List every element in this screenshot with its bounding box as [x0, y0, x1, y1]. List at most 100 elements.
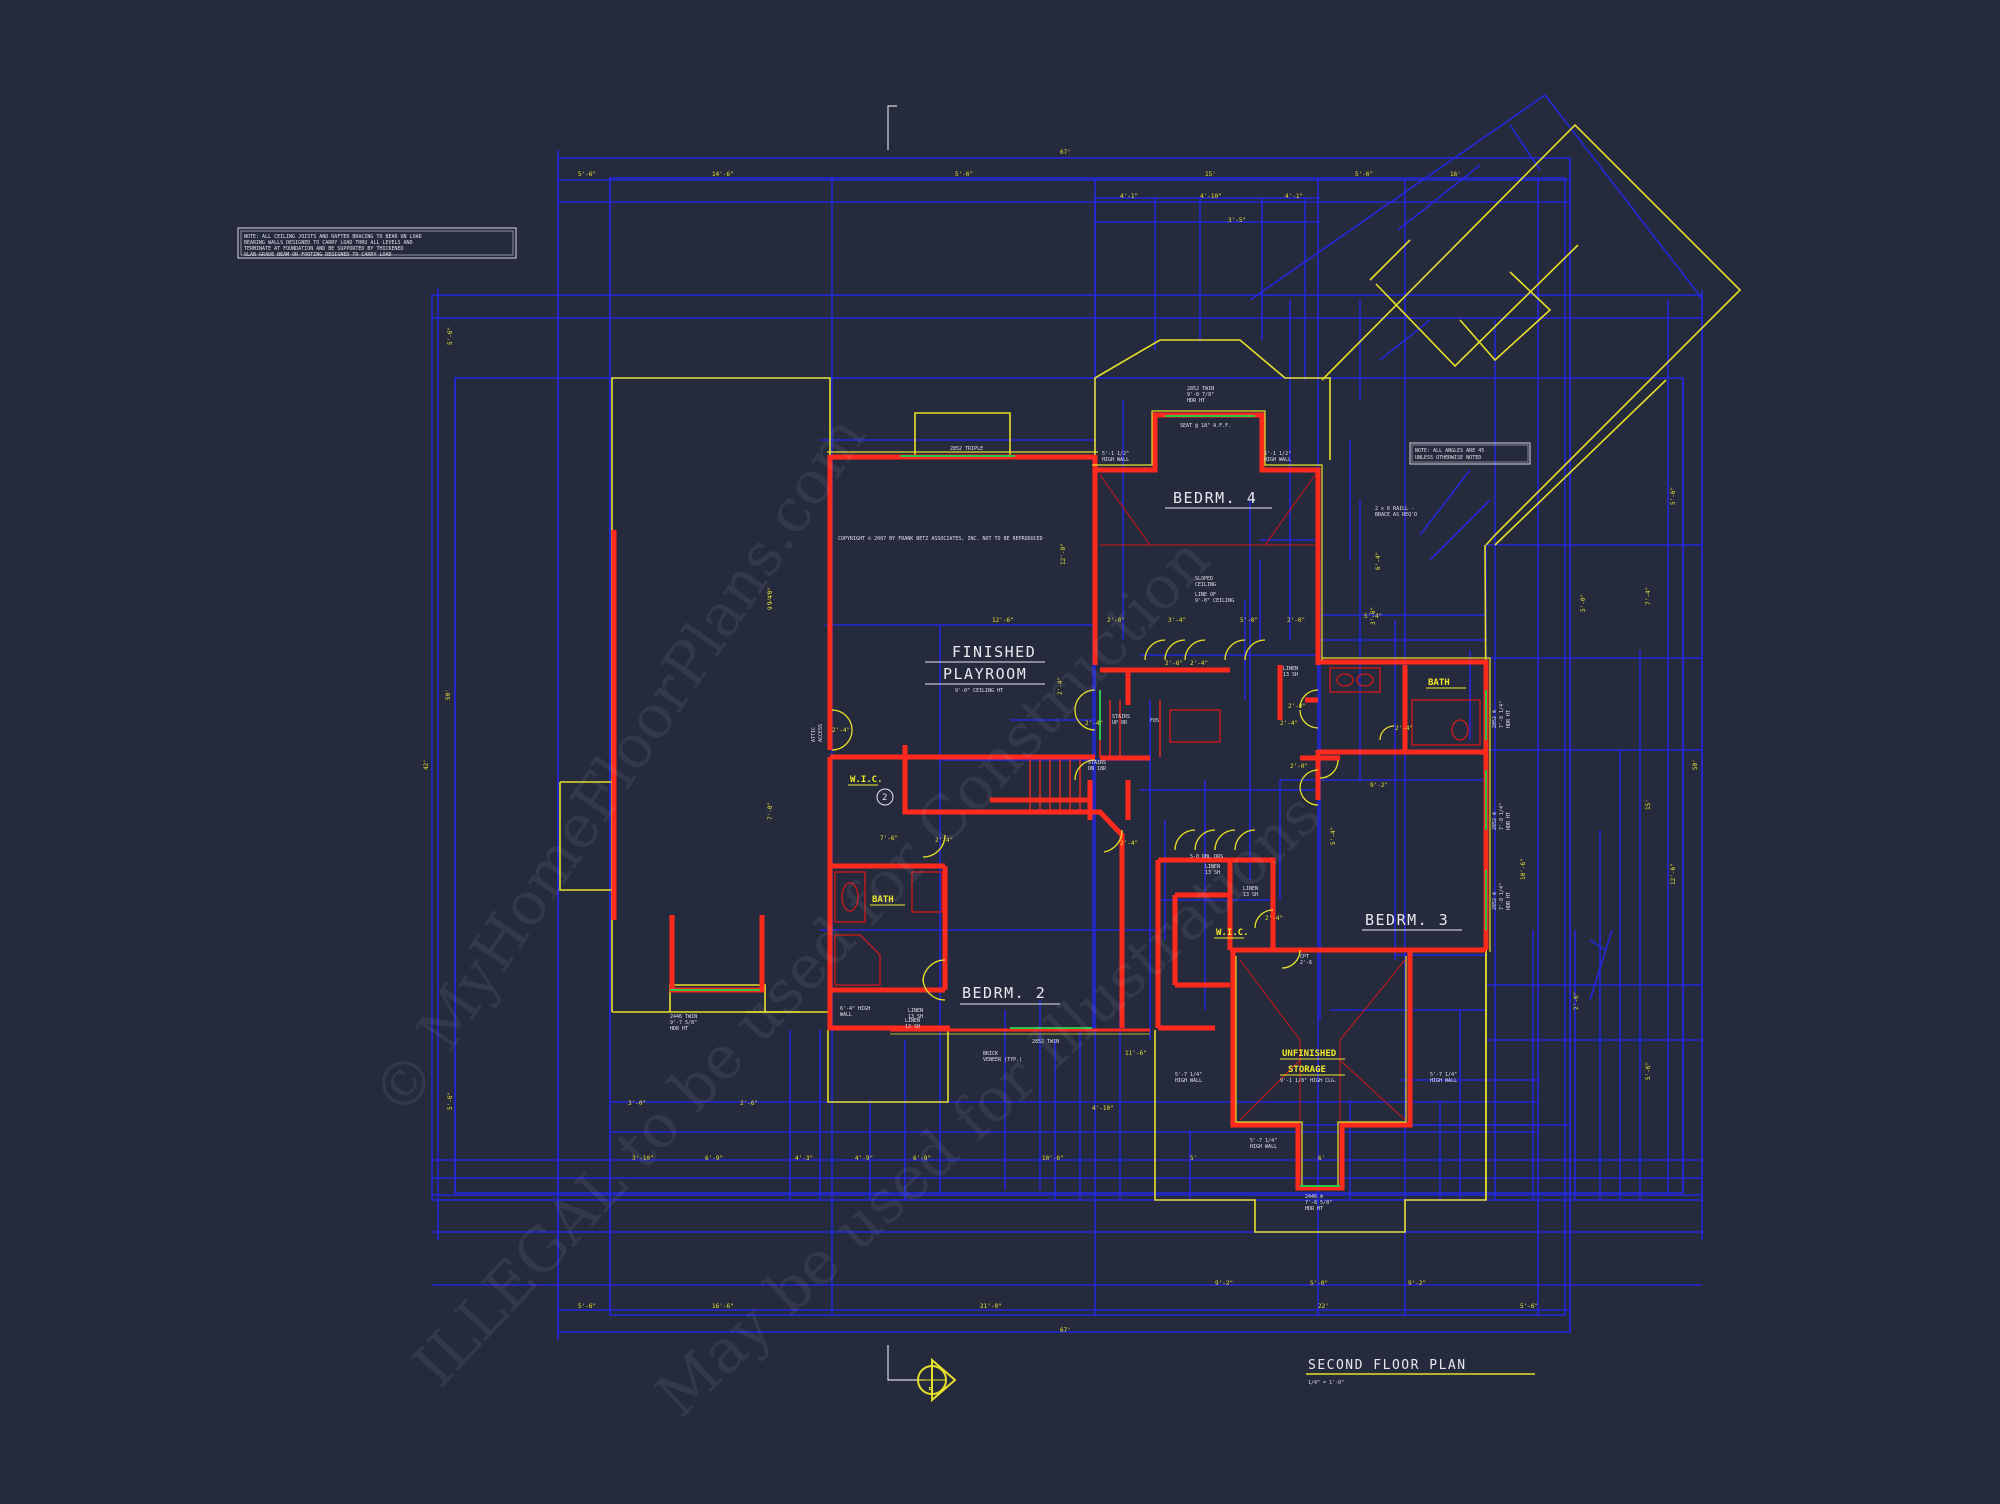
dim-int-16: 9'-2": [1370, 782, 1388, 789]
walls: [611, 410, 1491, 1191]
high-wall-left-2: HIGH WALL: [1102, 457, 1129, 463]
section-marker-number: 5: [928, 1386, 934, 1397]
high-wall-bed2-2: WALL: [840, 1012, 852, 1018]
dim-int-28: 5'-0": [1580, 594, 1587, 612]
stairs-up-2: UP 8R: [1112, 720, 1128, 726]
plan-scale: 1/4" = 1'-0": [1308, 1380, 1344, 1386]
window-top-note: 2852 TRIPLE: [950, 446, 983, 452]
dim-right-1: 5'-6": [1670, 487, 1677, 505]
line-of-note-2: 9'-0" CEILING: [1195, 598, 1234, 604]
dim-int-29: 2'-4": [832, 727, 850, 734]
dim-bottom-1: 5'-6": [578, 1303, 596, 1310]
top-dimensions: 67' 5'-6" 14'-6" 5'-6" 15' 5'-6" 16' 4'-…: [578, 149, 1461, 224]
dim-left-total: 42': [423, 759, 430, 770]
watermark: © MyHomeFloorPlans.com ILLEGAL to be use…: [359, 403, 1334, 1431]
dim-inner-2: 6'-9": [705, 1155, 723, 1162]
dim-right-2: 7'-4": [1645, 587, 1652, 605]
dim-int-6: 5'-0": [1240, 617, 1258, 624]
dim-inner-6: 10'-6": [1042, 1155, 1064, 1162]
side-win3-3: HDR HT: [1506, 892, 1512, 910]
window-bay-note-2: 9'-0 7/8": [1187, 392, 1214, 398]
stairs-dn-2: DN 18R: [1088, 766, 1107, 772]
linen3-1: LINEN: [1243, 886, 1258, 892]
playroom-label-line1: FINISHED: [952, 643, 1036, 661]
wic-left-marker-number: 2: [882, 793, 887, 803]
dim-inner-3: 4'-3": [795, 1155, 813, 1162]
wall-low-left-1: 5'-7 1/4": [1175, 1072, 1202, 1078]
dim-left-1: 5'-6": [447, 327, 454, 345]
dim-int-23: 10'-6": [1520, 858, 1527, 880]
linen2-2: 13 SH: [1205, 870, 1220, 876]
dimension-ticks: [437, 150, 1703, 1340]
dim-int-26: 2'-4": [1085, 720, 1103, 727]
playroom-label-line2: PLAYROOM: [943, 665, 1027, 683]
copyright-note: COPYRIGHT © 2007 BY FRANK BETZ ASSOCIATE…: [838, 536, 1043, 542]
linen1-2: 13 SH: [1283, 672, 1298, 678]
general-note-line3: TERMINATE AT FOUNDATION AND BE SUPPORTED…: [244, 246, 404, 252]
window-garage-1: 2446 TWIN: [670, 1014, 697, 1020]
dim-left-total2: 50': [445, 689, 452, 700]
dim-int-2: 12'-6": [992, 617, 1014, 624]
wic-left-label: W.I.C.: [850, 775, 883, 785]
bedroom4-label: BEDRM. 4: [1173, 489, 1257, 507]
dim-int-24: 2'-0": [1290, 763, 1308, 770]
window-storage-1: 2446 ®: [1305, 1194, 1324, 1200]
fos-note: FOS: [1150, 718, 1159, 724]
high-wall-left-1: 5'-1 1/2": [1102, 451, 1129, 457]
wic-right-label: W.I.C.: [1216, 928, 1249, 938]
dim-left-2: 9'-4": [767, 592, 774, 610]
linen1-1: LINEN: [1283, 666, 1298, 672]
dim-top-1: 5'-6": [578, 171, 596, 178]
dim-bottom-2: 16'-6": [712, 1303, 734, 1310]
dim-right-3: 12'-6": [1670, 863, 1677, 885]
dbl-drs-note: 5-0 DBL DRS: [1190, 854, 1223, 860]
plan-title: SECOND FLOOR PLAN: [1308, 1358, 1467, 1373]
plan-title-block: SECOND FLOOR PLAN 1/4" = 1'-0": [1306, 1358, 1535, 1386]
window-bay-note-3: HDR HT: [1187, 398, 1205, 404]
window-garage-2: 9'-7 5/8": [670, 1020, 697, 1026]
wall-low-left-2: HIGH WALL: [1175, 1078, 1202, 1084]
dim-int-22: 3'-6": [1370, 607, 1377, 625]
dim-bottom2-1: 9'-2": [1215, 1280, 1233, 1287]
linen4-2: 13 SH: [908, 1014, 923, 1020]
dim-bottom-4: 22': [1318, 1303, 1329, 1310]
window-bottom-note: 2852 TWIN: [1032, 1039, 1059, 1045]
dim-bottom-total: 67': [1060, 1327, 1071, 1334]
storage-ceiling: 9'-1 1/8" HIGH CLG.: [1280, 1078, 1337, 1084]
dim-int-10: 2'-4": [1057, 677, 1064, 695]
sloped-note-2: CEILING: [1195, 582, 1216, 588]
bath-upper-label: BATH: [1428, 678, 1450, 688]
dim-right-5: 5'-6": [1645, 1062, 1652, 1080]
wall-low-right-2: HIGH WALL: [1430, 1078, 1457, 1084]
dim-inner-1: 3'-10": [632, 1155, 654, 1162]
dim-inner-5: 6'-9": [913, 1155, 931, 1162]
line-of-note-1: LINE OF: [1195, 592, 1216, 598]
dim-bottom2-3: 9'-2": [1408, 1280, 1426, 1287]
dim-int-9: 6'-4": [1375, 552, 1382, 570]
side-win1-3: HDR HT: [1506, 710, 1512, 728]
dim-int-21: 5'-4": [1330, 827, 1337, 845]
high-wall-right-2: HIGH WALL: [1264, 457, 1291, 463]
dim-bottom-3: 21'-0": [980, 1303, 1002, 1310]
dim-inner-4: 4'-9": [855, 1155, 873, 1162]
dim-int-25: 2'-4": [1280, 720, 1298, 727]
dim-top-3: 5'-6": [955, 171, 973, 178]
dim-int-5: 3'-4": [1168, 617, 1186, 624]
high-wall-bed2-1: 6'-4" HIGH: [840, 1006, 870, 1012]
dim-top-small: 3'-5": [1228, 217, 1246, 224]
angle-note-line2: UNLESS OTHERWISE NOTED: [1415, 455, 1481, 461]
door-swings: [831, 639, 1395, 1001]
attic-access-2: ACCESS: [818, 724, 824, 742]
dim-top-4: 15': [1205, 171, 1216, 178]
brick-note-1: BRICK: [983, 1051, 998, 1057]
side-win3-2: 7'-8 1/4": [1499, 883, 1505, 910]
dim-int-3: 2'-0": [1107, 617, 1125, 624]
window-storage-3: HDR HT: [1305, 1206, 1323, 1212]
sloped-note-1: SLOPED: [1195, 576, 1213, 582]
dim-int-1: 9'-0": [767, 587, 774, 605]
section-marker-top: [887, 105, 897, 150]
dim-top2-2: 4'-10": [1200, 193, 1222, 200]
dim-int-27: 2'-6": [1573, 992, 1580, 1010]
dim-misc-3: 2'-6": [740, 1100, 758, 1107]
